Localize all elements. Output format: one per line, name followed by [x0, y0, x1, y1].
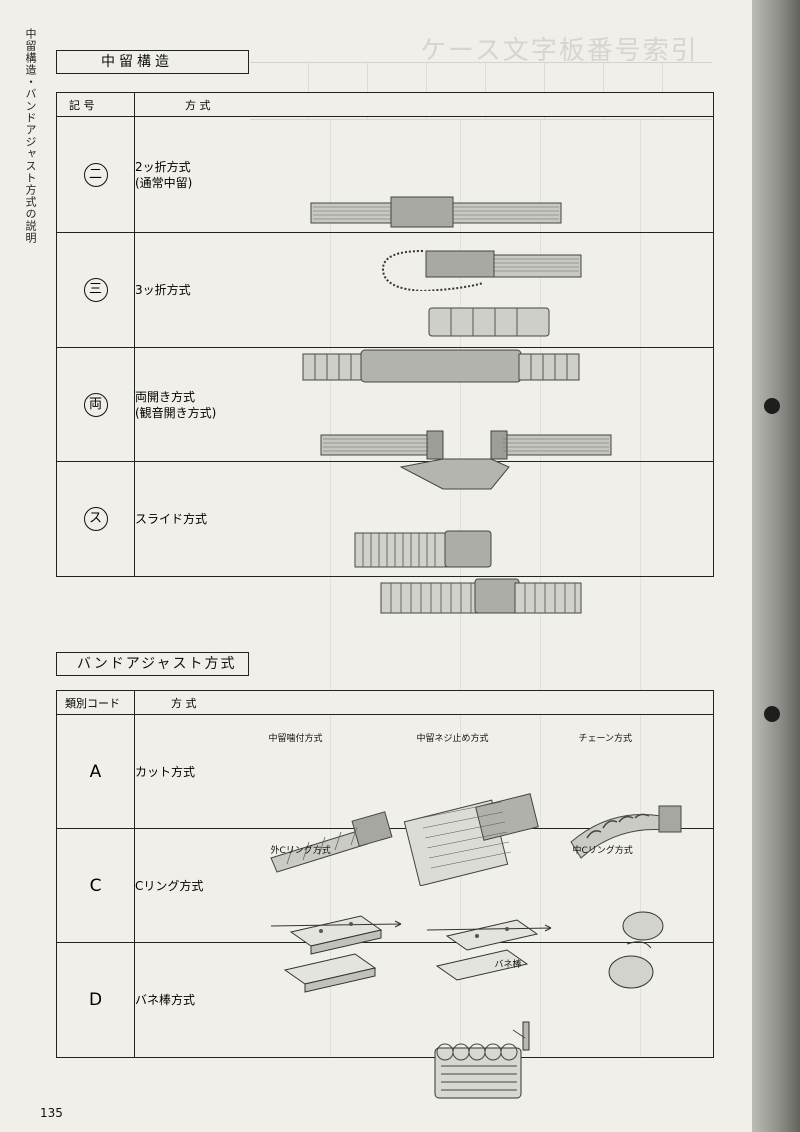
slide-clasp-icon [354, 530, 581, 614]
symbol-cell: 両 [56, 347, 135, 462]
illustration-cell: 中留噛付方式 中留ネジ止め方式 チェーン方式 [250, 714, 714, 886]
table-row: ス スライド方式 [56, 461, 714, 614]
binder-hole [764, 706, 780, 722]
method-name: スライド方式 [135, 512, 208, 526]
method-subname: (通常中留) [135, 175, 193, 190]
symbol-badge: 二 [83, 162, 108, 187]
illustration-cell [250, 232, 714, 383]
illustration-cell [250, 347, 714, 489]
method-name: 2ッ折方式 [135, 159, 191, 174]
side-label: 中留構造・バンドアジャスト方式の説明 [24, 28, 37, 244]
caption-chain: チェーン方式 [578, 734, 633, 744]
illustration-cell: バネ棒 [250, 942, 714, 1099]
clasp-table-header: 記 号 方 式 [56, 92, 714, 117]
illustration-cell [250, 461, 714, 614]
symbol-badge: 三 [83, 278, 108, 302]
binder-hole [764, 398, 780, 414]
illustration-cell [250, 116, 714, 291]
header-method: 方 式 [134, 92, 714, 117]
background-column-line [330, 118, 331, 1058]
caption-clasp-screw: 中留ネジ止め方式 [416, 734, 489, 744]
clasp-table: 記 号 方 式 二 2ッ折方式 (通常中留) [56, 92, 714, 614]
background-column-line [640, 118, 641, 1058]
background-heading: ケース文字板番号索引 [420, 36, 699, 66]
symbol-cell: ス [56, 461, 135, 577]
method-cell: 2ッ折方式 (通常中留) [134, 116, 251, 233]
symbol-badge: ス [83, 507, 108, 531]
method-name: 3ッ折方式 [135, 283, 191, 297]
method-name: カット方式 [135, 764, 196, 779]
code-cell: A [56, 714, 135, 829]
symbol-cell: 三 [56, 232, 135, 348]
category-code: C [89, 875, 102, 896]
table-row: 三 3ッ折方式 [56, 232, 714, 383]
method-name: 両開き方式 [135, 389, 196, 404]
code-cell: C [56, 828, 135, 943]
table-row: 二 2ッ折方式 (通常中留) [56, 116, 714, 291]
page-number: 135 [40, 1106, 63, 1120]
caption-spring-bar: バネ棒 [494, 960, 522, 970]
header-symbol: 記 号 [56, 92, 135, 117]
method-cell: Cリング方式 [134, 828, 251, 943]
code-cell: D [56, 942, 135, 1058]
header-method: 方 式 [134, 690, 714, 715]
band-adjust-table-header: 類別コード 方 式 [56, 690, 714, 715]
method-name: バネ棒方式 [135, 993, 196, 1007]
section-title-band-adjust: バンドアジャスト方式 [56, 652, 249, 676]
method-cell: バネ棒方式 [134, 942, 251, 1058]
symbol-badge: 両 [83, 392, 108, 417]
table-row: A カット方式 中留噛付方式 中留ネジ止め方式 チェーン方式 [56, 714, 714, 886]
method-name: Cリング方式 [135, 878, 204, 893]
method-cell: 両開き方式 (観音開き方式) [134, 347, 251, 462]
category-code: D [88, 990, 103, 1010]
method-cell: 3ッ折方式 [134, 232, 251, 348]
illustration-cell: 外Cリング方式 中Cリング方式 [250, 828, 714, 993]
section-title-clasp: 中留構造 [56, 50, 249, 74]
caption-outer-c-ring: 外Cリング方式 [270, 846, 331, 856]
table-row: 両 両開き方式 (観音開き方式) [56, 347, 714, 489]
symbol-cell: 二 [56, 116, 135, 233]
method-subname: (観音開き方式) [135, 405, 217, 420]
spring-bar-method-icon [434, 1021, 529, 1099]
adjacent-page-edge [752, 0, 800, 1132]
method-cell: スライド方式 [134, 461, 251, 577]
table-row: C Cリング方式 外Cリング方式 中Cリング方式 [56, 828, 714, 993]
caption-inner-c-ring: 中Cリング方式 [572, 846, 633, 856]
band-adjust-table: 類別コード 方 式 A カット方式 中留噛付方式 中留ネジ止め方式 チェーン方式 [56, 690, 714, 1099]
table-row: D バネ棒方式 バネ棒 [56, 942, 714, 1099]
method-cell: カット方式 [134, 714, 251, 829]
category-code: A [89, 761, 102, 782]
catalog-page: ケース文字板番号索引 中留構造・バンドアジャスト方式の説明 中留構造 記 号 方… [0, 0, 752, 1132]
header-code: 類別コード [56, 690, 135, 715]
caption-clasp-bite: 中留噛付方式 [268, 734, 323, 744]
